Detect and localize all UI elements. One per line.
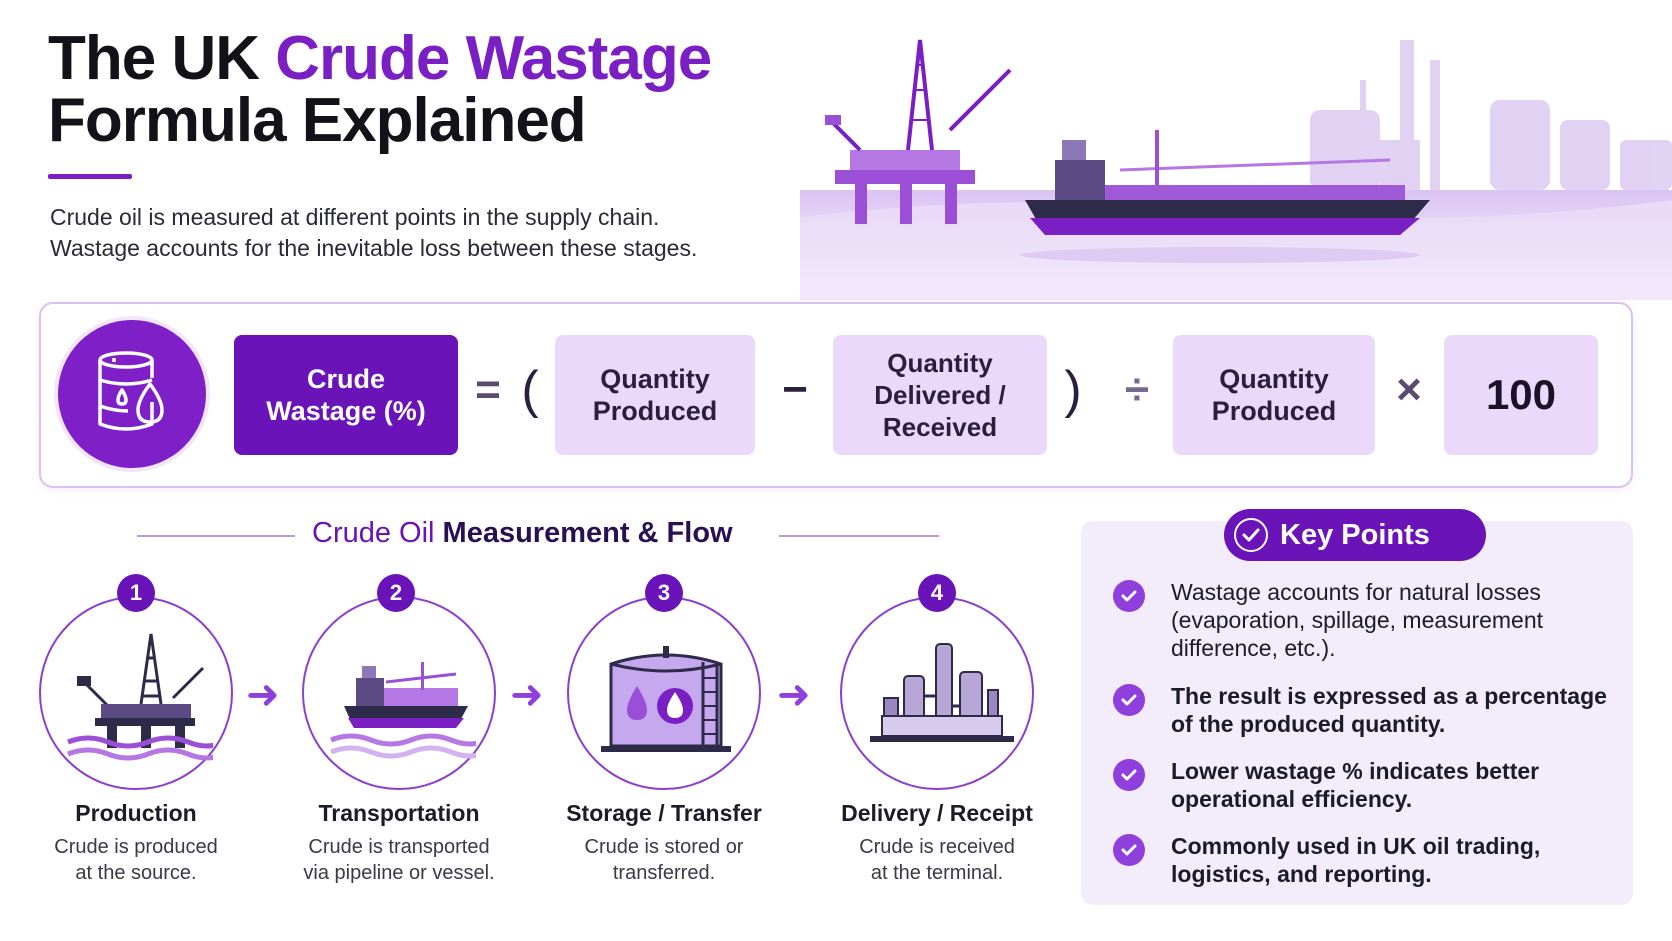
check-icon [1113,684,1145,716]
term2-line-1: Quantity [887,348,993,378]
stage-2-name: Transportation [318,800,480,826]
refinery-icon [870,643,1014,742]
key-points-panel [1081,521,1633,905]
intro-line-1: Crude oil is measured at different point… [50,204,660,230]
stage-2-circle [302,596,496,790]
key-point-2-line-1: The result is expressed as a percentage [1171,683,1607,709]
term2-line-3: Received [882,412,998,442]
key-point-1-line-3: difference, etc.). [1171,635,1336,661]
stage-3-description: Crude is stored or transferred. [534,834,794,886]
flow-title-rule-left [137,535,295,537]
stage-2-desc-line-2: via pipeline or vessel. [303,862,495,884]
stage-1-desc-line-1: Crude is produced [54,836,218,858]
key-point-2-line-2: of the produced quantity. [1171,711,1446,737]
hero-illustration [800,39,1672,300]
stage-4-desc-line-1: Crude is received [859,836,1015,858]
flow-title-bold: Measurement & Flow [442,517,733,549]
key-point-1-line-1: Wastage accounts for natural losses [1171,579,1541,605]
stage-1-name: Production [75,800,197,826]
divide-sign: ÷ [1124,365,1150,414]
term1-line-2: Produced [592,396,718,426]
intro-text: Crude oil is measured at different point… [50,202,697,264]
term3-line-1: Quantity [1219,364,1329,394]
key-point-2: The result is expressed as a percentage … [1113,682,1613,738]
key-point-3: Lower wastage % indicates better operati… [1113,757,1613,813]
title-underline [48,174,132,179]
multiply-sign: × [1396,365,1422,414]
result-line-1: Crude [306,364,385,394]
flow-arrow-3: ➜ [777,673,811,717]
stage-2-number-badge: 2 [377,574,415,612]
quantity-produced-divisor-box: Quantity Produced [1173,335,1375,455]
key-point-1-line-2: (evaporation, spillage, measurement [1171,607,1544,633]
oil-rig-icon [67,633,213,761]
open-parenthesis: ( [521,361,539,419]
equals-sign: = [475,365,501,414]
stage-1-number-badge: 1 [117,574,155,612]
stage-4-desc-line-2: at the terminal. [870,862,1004,884]
quantity-delivered-box: Quantity Delivered / Received [833,335,1047,455]
key-point-3-line-1: Lower wastage % indicates better [1171,758,1540,784]
tanker-silhouette [1025,130,1430,235]
key-point-4-line-2: logistics, and reporting. [1171,861,1432,887]
stage-4-circle [840,596,1034,790]
close-parenthesis: ) [1064,361,1082,419]
term3-line-2: Produced [1211,396,1337,426]
stage-3-desc-line-1: Crude is stored or [584,836,744,858]
flow-arrow-1: ➜ [246,673,280,717]
key-point-1: Wastage accounts for natural losses (eva… [1113,578,1613,662]
key-point-4-line-1: Commonly used in UK oil trading, [1171,833,1541,859]
stage-4-description: Crude is received at the terminal. [807,834,1067,886]
minus-sign: − [782,365,808,414]
check-icon [1113,834,1145,866]
stage-2-desc-line-1: Crude is transported [308,836,490,858]
stage-1-circle [39,596,233,790]
key-point-3-line-2: operational efficiency. [1171,786,1413,812]
stage-2-description: Crude is transported via pipeline or ves… [269,834,529,886]
check-icon [1113,580,1145,612]
stage-1-desc-line-2: at the source. [75,862,197,884]
stage-4-number-badge: 4 [918,574,956,612]
stage-3-desc-line-2: transferred. [612,862,716,884]
storage-tank-icon [601,646,731,752]
flow-title-regular: Crude Oil [312,517,443,549]
stage-3-name: Storage / Transfer [566,800,762,826]
key-points-title: Key Points [1280,518,1430,551]
flow-section-title: Crude Oil Measurement & Flow [312,517,733,550]
title-line-2: Formula Explained [48,86,587,155]
key-point-4: Commonly used in UK oil trading, logisti… [1113,832,1613,888]
oil-rig-silhouette [825,39,1012,224]
oil-barrel-icon [98,351,164,431]
title-prefix: The UK [48,24,276,93]
stage-4-name: Delivery / Receipt [841,800,1033,826]
crude-wastage-result-box: Crude Wastage (%) [234,335,458,455]
result-line-2: Wastage (%) [266,396,426,426]
stage-3-number-badge: 3 [645,574,683,612]
tanker-ship-icon [330,662,476,759]
term1-line-1: Quantity [600,364,710,394]
multiplier-value: 100 [1485,371,1557,418]
page-title: The UK Crude Wastage Formula Explained [48,28,712,155]
stage-3-circle [567,596,761,790]
check-circle-icon [1234,518,1268,552]
intro-line-2: Wastage accounts for the inevitable loss… [50,235,698,261]
key-points-header: Key Points [1224,509,1486,561]
flow-title-rule-right [779,535,939,537]
multiplier-box: 100 [1444,335,1598,455]
stage-1-description: Crude is produced at the source. [6,834,266,886]
quantity-produced-box: Quantity Produced [555,335,755,455]
title-accent: Crude Wastage [275,24,712,93]
barrel-badge [58,320,206,468]
term2-line-2: Delivered / [874,380,1006,410]
flow-arrow-2: ➜ [510,673,544,717]
check-icon [1113,759,1145,791]
refinery-silhouette [1310,40,1672,190]
